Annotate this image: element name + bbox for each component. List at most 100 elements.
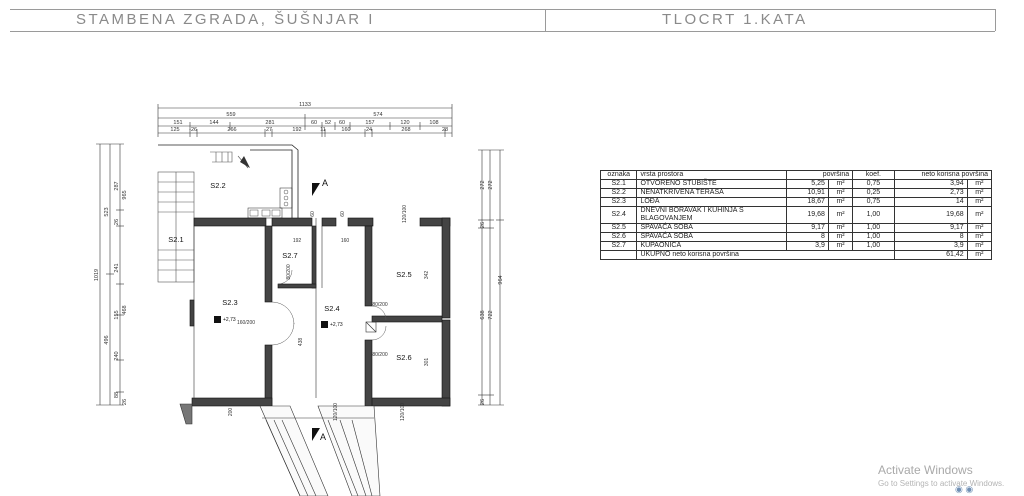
cell-area: 10,91: [786, 188, 829, 198]
dim-left-segment: 155: [114, 310, 120, 319]
wall-right-lower: [441, 319, 451, 407]
dim-left-part: 523: [104, 207, 110, 216]
cell-area: 9,17: [786, 223, 829, 233]
cell-net: 14: [893, 197, 968, 207]
area-table-header: oznaka vrsta prostora površina koef. net…: [599, 170, 993, 180]
total-unit: m²: [966, 250, 993, 260]
dim-right-part: 272: [480, 180, 486, 189]
cell-name: LOĐA: [636, 197, 788, 207]
wall-top-pier: [321, 217, 337, 227]
cell-net: 2,73: [893, 188, 968, 198]
total-value: 61,42: [893, 250, 968, 260]
cell-code: S2.4: [599, 206, 638, 224]
table-row: S2.3 LOĐA 18,67 m² 0,75 14 m²: [599, 197, 993, 207]
cell-name: OTVORENO STUBIŠTE: [636, 179, 788, 189]
cell-net-unit: m²: [966, 179, 993, 189]
dim-top-segment: 268: [401, 127, 410, 133]
cell-coef: 1,00: [852, 232, 895, 242]
wall-s23-s24-upper: [264, 225, 273, 303]
cell-code: S2.3: [599, 197, 638, 207]
wall-bath-bottom: [277, 283, 317, 289]
dim-left-segment: 240: [114, 351, 120, 360]
dim-right-part: 26: [480, 222, 486, 228]
room-label-s24: S2.4: [324, 304, 339, 313]
table-row: S2.7 KUPAONICA 3,9 m² 1,00 3,9 m²: [599, 241, 993, 251]
cell-net-unit: m²: [966, 232, 993, 242]
cell-net-unit: m²: [966, 241, 993, 251]
col-area: površina: [786, 170, 854, 180]
opening-door-s27: 80/200: [286, 264, 292, 280]
dim-top-segment: 108: [429, 120, 438, 126]
dim-top-segment: 11: [320, 127, 326, 133]
dim-inner: 438: [298, 338, 304, 347]
cell-code: S2.5: [599, 223, 638, 233]
walls: [189, 217, 451, 407]
opening-window-top-a: 60: [310, 211, 316, 217]
table-row: S2.5 SPAVAĆA SOBA 9,17 m² 1,00 9,17 m²: [599, 223, 993, 233]
dim-inner: 192: [293, 238, 302, 244]
dim-left-segment: 965: [122, 190, 128, 199]
level-marks: +2,73 +2,73: [214, 316, 343, 328]
wall-top-mid: [271, 217, 313, 227]
cell-unit: m²: [827, 223, 854, 233]
cell-unit: m²: [827, 179, 854, 189]
browser-icon[interactable]: ◉: [955, 484, 963, 494]
cell-net: 19,68: [893, 206, 968, 224]
cell-code: S2.2: [599, 188, 638, 198]
opening-door-s25: 80/200: [372, 302, 388, 308]
network-icon[interactable]: ◉: [965, 484, 974, 494]
dim-right-total: 964: [498, 275, 504, 284]
cell-net-unit: m²: [966, 197, 993, 207]
cell-code: S2.6: [599, 232, 638, 242]
dim-left-segment: 88: [114, 392, 120, 398]
cell-coef: 0,75: [852, 179, 895, 189]
level-symbol: [321, 321, 328, 328]
dim-top-segment: 281: [265, 120, 274, 126]
wall-bath-right: [311, 225, 317, 289]
inner-dimension-labels: 192 160 342 301 438 160/200 80/200 80/20…: [228, 205, 430, 421]
cell-net-unit: m²: [966, 188, 993, 198]
activate-windows-subtitle: Go to Settings to activate Windows.: [878, 479, 1005, 488]
dim-top-segment: 27: [266, 127, 272, 133]
dim-inner: 160: [341, 238, 350, 244]
cell-area: 8: [786, 232, 829, 242]
dim-inner: 342: [424, 271, 430, 280]
cell-area: 5,25: [786, 179, 829, 189]
wall-top-left: [193, 217, 267, 227]
table-row: S2.2 NENATKRIVENA TERASA 10,91 m² 0,25 2…: [599, 188, 993, 198]
dim-top-segment: 26: [191, 127, 197, 133]
table-total-row: UKUPNO neto korisna površina 61,42 m²: [599, 250, 993, 260]
wall-right-upper: [441, 217, 451, 319]
room-label-s25: S2.5: [396, 270, 411, 279]
cell-area: 19,68: [786, 206, 829, 224]
room-label-s26: S2.6: [396, 353, 411, 362]
title-block-bottom-rule: [10, 31, 995, 32]
door-swings: [271, 269, 387, 346]
dim-top-segment: 60: [339, 120, 345, 126]
dim-left-segment: 26: [122, 399, 128, 405]
cell-unit: m²: [827, 232, 854, 242]
opening-window-bottom-c: 120/100: [400, 403, 406, 421]
taskbar-tray-icons[interactable]: ◉ ◉: [955, 484, 973, 495]
open-staircase: [157, 151, 250, 283]
cell-net: 9,17: [893, 223, 968, 233]
dim-left-segment: 26: [114, 219, 120, 225]
cell-coef: 1,00: [852, 206, 895, 224]
room-label-s23: S2.3: [222, 298, 237, 307]
wall-s24-s26: [364, 339, 373, 407]
room-label-s21: S2.1: [168, 235, 183, 244]
right-dimension-labels: 964 272 26 638 26 272 722: [480, 180, 504, 405]
dim-top-segment: 60: [311, 120, 317, 126]
project-title: STAMBENA ZGRADA, ŠUŠNJAR I: [76, 11, 375, 28]
wall-bottom-right: [367, 397, 451, 407]
table-row: S2.1 OTVORENO STUBIŠTE 5,25 m² 0,75 3,94…: [599, 179, 993, 189]
wall-s23-s24-lower: [264, 344, 273, 407]
total-label: UKUPNO neto korisna površina: [636, 250, 895, 260]
cell-name: KUPAONICA: [636, 241, 788, 251]
opening-window-bottom-a: 200: [228, 408, 234, 417]
wall-s24-s25: [364, 225, 373, 307]
area-table: oznaka vrsta prostora površina koef. net…: [599, 170, 993, 260]
cell-name: DNEVNI BORAVAK I KUHINJA S BLAGOVANJEM: [636, 206, 788, 224]
cell-net-unit: m²: [966, 223, 993, 233]
